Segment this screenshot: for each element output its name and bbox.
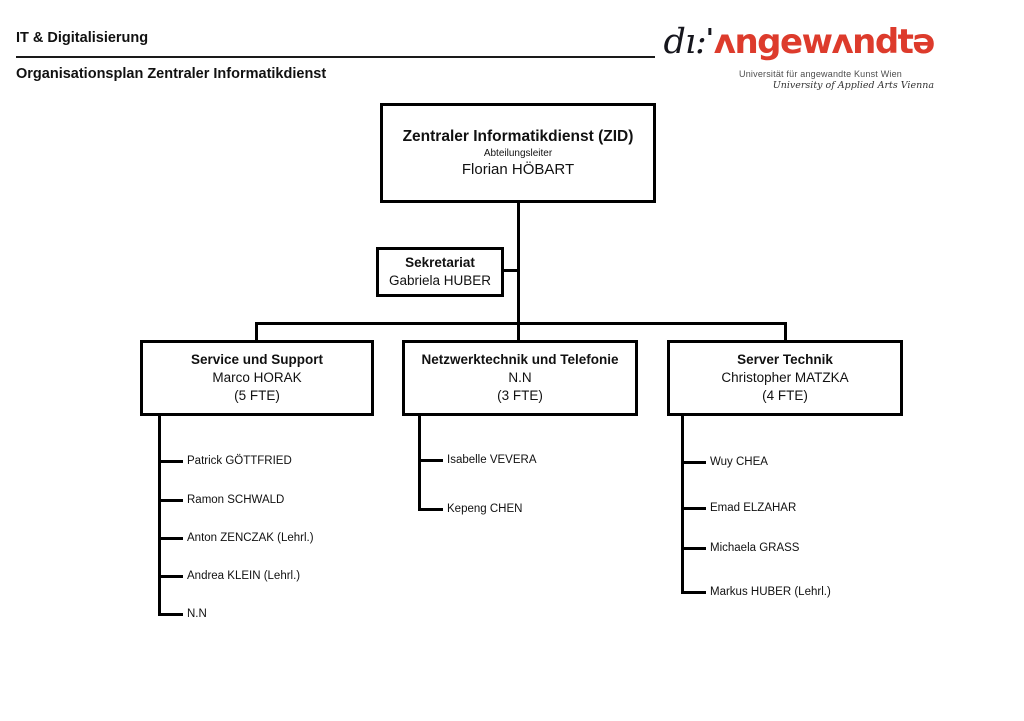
- org-member: Kepeng CHEN: [418, 501, 522, 517]
- connector-tick: [158, 612, 183, 616]
- connector-team-line-service: [158, 414, 161, 616]
- org-member: Isabelle VEVERA: [418, 452, 537, 468]
- dept-lead: Christopher MATZKA: [721, 370, 849, 385]
- logo-ipa-prefix: dı:: [663, 22, 706, 62]
- org-member: Ramon SCHWALD: [158, 492, 284, 508]
- logo-brand-text: ʌngewʌndtə: [713, 22, 936, 62]
- org-node-root: Zentraler Informatikdienst (ZID) Abteilu…: [380, 103, 656, 203]
- connector-tick: [681, 590, 706, 594]
- org-member: N.N: [158, 606, 207, 622]
- page-title: Organisationsplan Zentraler Informatikdi…: [16, 66, 327, 82]
- dept-title: Service und Support: [190, 352, 324, 367]
- secretariat-title: Sekretariat: [405, 255, 475, 270]
- org-member: Patrick GÖTTFRIED: [158, 453, 292, 469]
- header-divider: [16, 56, 655, 58]
- org-member: Emad ELZAHAR: [681, 500, 796, 516]
- logo-subtitle-english: University of Applied Arts Vienna: [772, 80, 934, 91]
- root-lead-name: Florian HÖBART: [461, 161, 575, 178]
- dept-lead: Marco HORAK: [212, 370, 302, 385]
- connector-drop-server: [784, 322, 787, 341]
- org-node-network-telephony: Netzwerktechnik und Telefonie N.N (3 FTE…: [402, 340, 638, 416]
- logo-subtitle-german: Universität für angewandte Kunst Wien: [739, 69, 902, 79]
- dept-lead: N.N: [508, 370, 532, 385]
- connector-tick: [158, 459, 183, 463]
- secretariat-name: Gabriela HUBER: [388, 273, 492, 288]
- org-node-secretariat: Sekretariat Gabriela HUBER: [376, 247, 504, 297]
- org-member: Markus HUBER (Lehrl.): [681, 584, 831, 600]
- connector-tick: [681, 460, 706, 464]
- connector-team-line-server: [681, 414, 684, 594]
- connector-horizontal-bar: [255, 322, 787, 325]
- connector-tick: [418, 507, 443, 511]
- connector-tick: [681, 546, 706, 550]
- org-member: Michaela GRASS: [681, 540, 799, 556]
- connector-team-line-network: [418, 414, 421, 511]
- university-logo: dı:'ʌngewʌndtə Universität für angewandt…: [650, 20, 936, 91]
- dept-fte: (5 FTE): [234, 388, 280, 403]
- org-member: Wuy CHEA: [681, 454, 768, 470]
- connector-secretariat-stub: [504, 269, 518, 272]
- connector-tick: [158, 498, 183, 502]
- connector-tick: [681, 506, 706, 510]
- connector-tick: [418, 458, 443, 462]
- connector-root-vertical: [517, 203, 520, 341]
- org-node-server-technik: Server Technik Christopher MATZKA (4 FTE…: [667, 340, 903, 416]
- dept-title: Netzwerktechnik und Telefonie: [421, 352, 619, 367]
- org-member: Andrea KLEIN (Lehrl.): [158, 568, 300, 584]
- dept-fte: (4 FTE): [762, 388, 808, 403]
- connector-drop-service: [255, 322, 258, 341]
- dept-title: Server Technik: [737, 352, 833, 367]
- root-title: Zentraler Informatikdienst (ZID): [402, 128, 634, 145]
- dept-fte: (3 FTE): [497, 388, 543, 403]
- root-role: Abteilungsleiter: [483, 148, 553, 159]
- connector-tick: [158, 574, 183, 578]
- logo-wordmark: dı:'ʌngewʌndtə: [650, 20, 936, 68]
- org-member: Anton ZENCZAK (Lehrl.): [158, 530, 314, 546]
- org-node-service-support: Service und Support Marco HORAK (5 FTE): [140, 340, 374, 416]
- connector-tick: [158, 536, 183, 540]
- logo-stress-mark: ': [705, 24, 714, 54]
- department-heading: IT & Digitalisierung: [16, 30, 149, 46]
